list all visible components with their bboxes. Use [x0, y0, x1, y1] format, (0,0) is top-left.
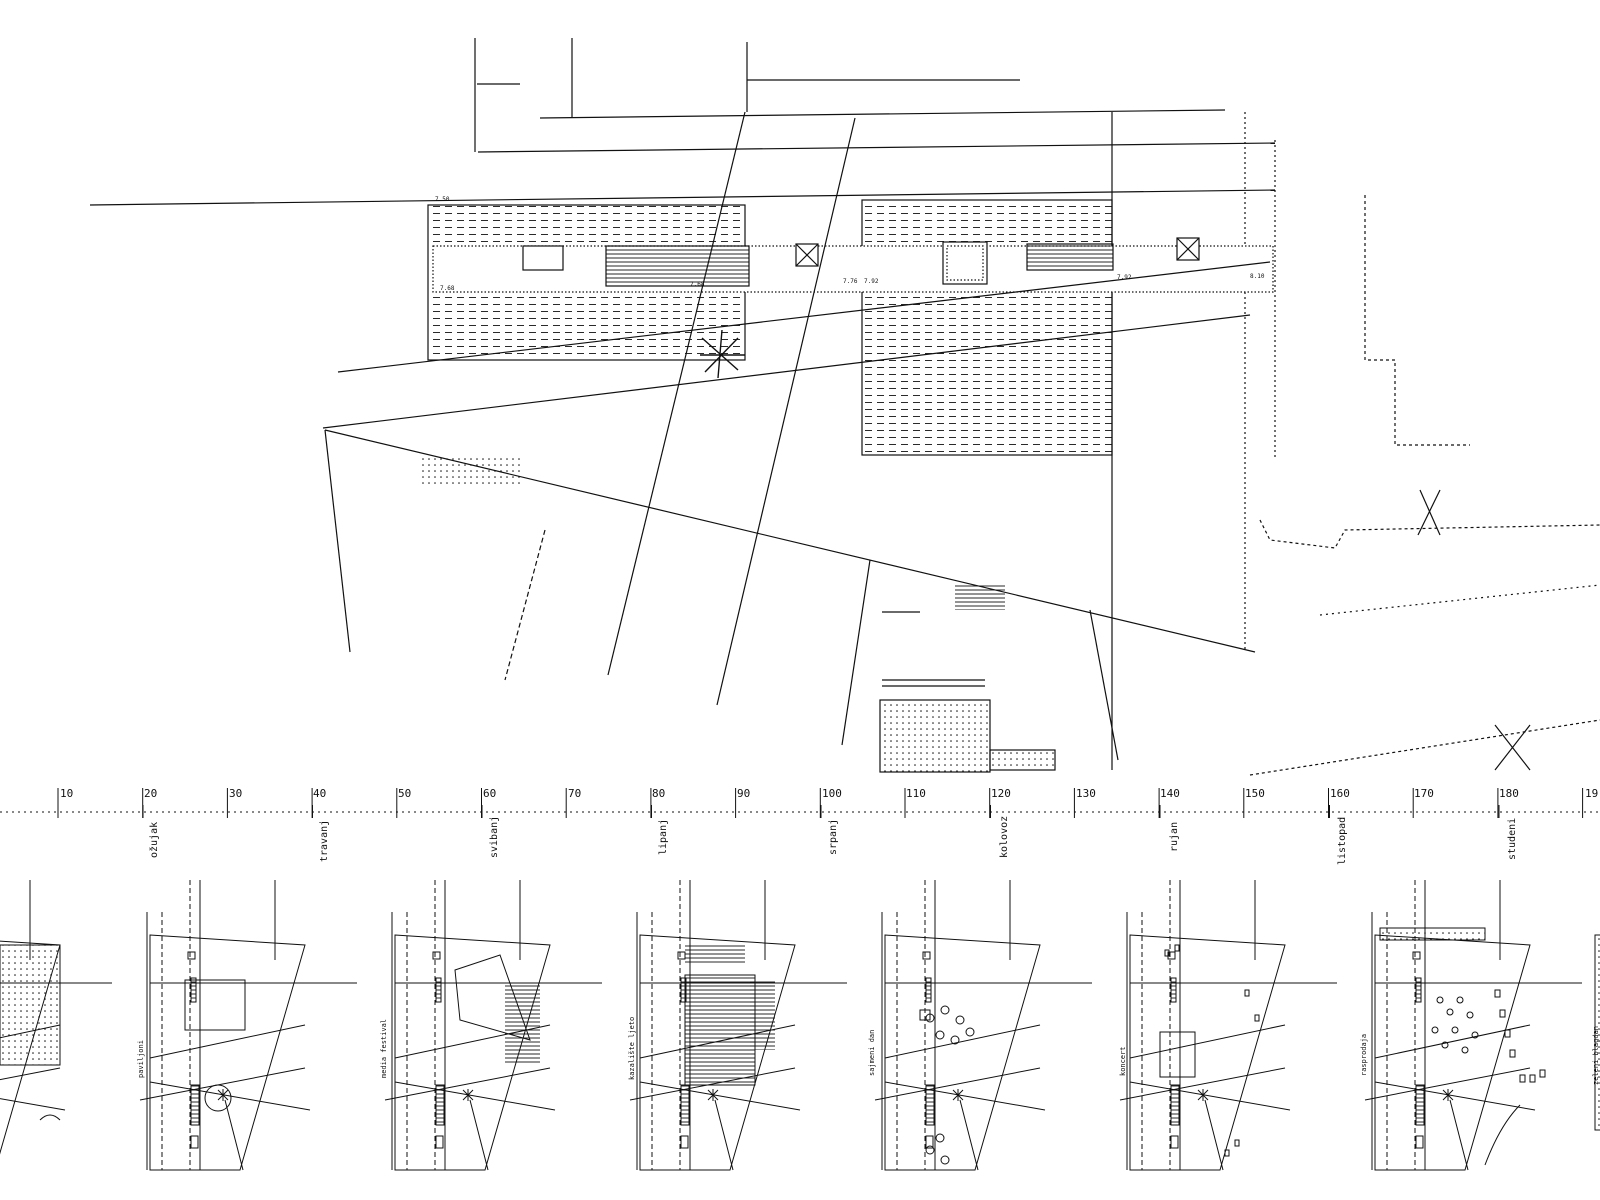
- scenario-thumbnail: [629, 880, 847, 1171]
- timeline-tick: 80: [652, 787, 665, 800]
- scenario-thumbnail: [0, 880, 112, 1155]
- timeline-tick: 40: [313, 787, 326, 800]
- scenario-thumbnail: [1364, 880, 1582, 1171]
- timeline-month: kolovoz: [999, 816, 1010, 858]
- timeline-tick: 140: [1160, 787, 1180, 800]
- timeline-tick: 70: [568, 787, 581, 800]
- timeline-tick: 170: [1414, 787, 1434, 800]
- level-label: 7.92: [864, 278, 879, 285]
- timeline-tick: 19: [1585, 787, 1598, 800]
- timeline-month: lipanj: [658, 819, 669, 855]
- timeline-tick: 90: [737, 787, 750, 800]
- timeline-tick: 150: [1245, 787, 1265, 800]
- timeline-month: studeni: [1507, 818, 1518, 860]
- timeline-tick: 180: [1499, 787, 1519, 800]
- scenario-thumbnail: [874, 880, 1092, 1171]
- scenario-thumbnail: [384, 880, 602, 1171]
- timeline-tick: 30: [229, 787, 242, 800]
- timeline-tick: 130: [1076, 787, 1096, 800]
- central-strip: [432, 245, 1274, 293]
- level-label: 8.10: [1250, 273, 1265, 280]
- scenario-label: koncert: [1119, 1046, 1127, 1076]
- timeline-month: svibanj: [489, 816, 500, 858]
- building-east: [861, 199, 1113, 456]
- scenario-label: zeleni blagdan: [1592, 1026, 1600, 1085]
- level-label: 7.76: [843, 278, 858, 285]
- scenario-label: media festival: [380, 1019, 388, 1078]
- timeline-tick: 160: [1330, 787, 1350, 800]
- timeline-tick: 10: [60, 787, 73, 800]
- timeline-month: rujan: [1169, 822, 1180, 852]
- timeline: [0, 788, 1600, 818]
- timeline-tick: 100: [822, 787, 842, 800]
- scenario-thumbnail: [1594, 934, 1600, 1131]
- timeline-tick: 120: [991, 787, 1011, 800]
- star-sculpture-icon: [700, 329, 745, 379]
- scenario-label: paviljoni: [137, 1040, 145, 1078]
- level-label: 7.50: [435, 196, 450, 203]
- timeline-tick: 60: [483, 787, 496, 800]
- level-label: 7.68: [690, 281, 705, 288]
- scenario-thumbnail: [1119, 880, 1337, 1171]
- timeline-month: listopad: [1337, 817, 1348, 865]
- timeline-tick: 110: [906, 787, 926, 800]
- timeline-month: ožujak: [148, 822, 160, 858]
- timeline-month: srpanj: [828, 819, 839, 855]
- timeline-tick: 50: [398, 787, 411, 800]
- level-label: 7.92: [1117, 274, 1132, 281]
- scenario-thumbnail: [139, 880, 357, 1171]
- scenario-label: kazalište ljeto: [628, 1017, 636, 1080]
- timeline-tick: 20: [144, 787, 157, 800]
- scenario-label: rasprodaja: [1360, 1034, 1368, 1076]
- main-site-plan: [89, 38, 1600, 776]
- timeline-month: travanj: [319, 820, 330, 862]
- scenario-label: sajmeni dan: [868, 1030, 876, 1076]
- level-label: 7.68: [440, 285, 455, 292]
